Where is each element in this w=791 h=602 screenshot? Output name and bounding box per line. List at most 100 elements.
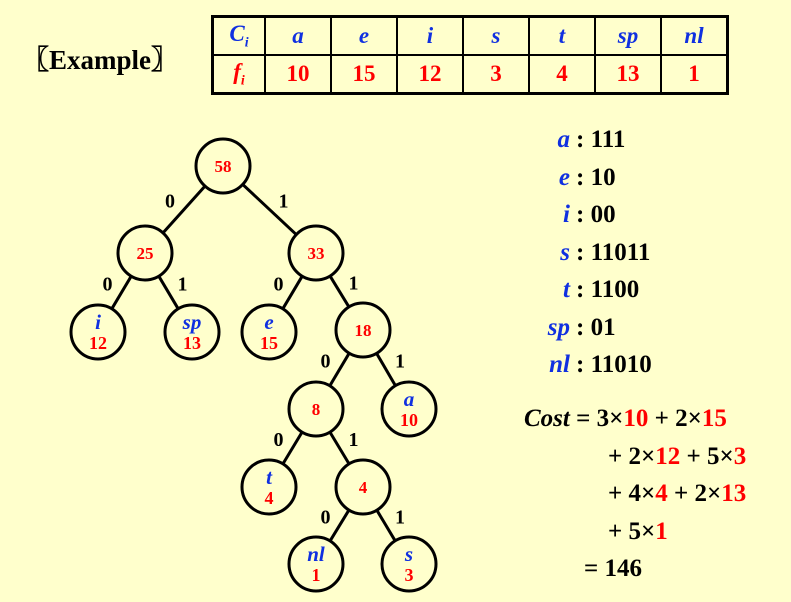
node-weight: 3 xyxy=(405,565,414,585)
node-weight: 25 xyxy=(137,244,154,263)
char-cell: e xyxy=(330,15,398,56)
node-weight: 10 xyxy=(400,410,418,430)
tree-edge xyxy=(328,352,351,387)
node-char: e xyxy=(264,310,273,334)
example-heading: 〖Example〗 xyxy=(22,45,179,75)
cost-term: + 2× xyxy=(667,480,722,507)
node-char: t xyxy=(266,465,273,489)
freq-row-header: fi xyxy=(211,54,266,95)
tree-edge xyxy=(328,509,351,542)
edge-bit-label: 0 xyxy=(274,429,284,451)
freq-cell: 10 xyxy=(264,54,332,95)
code-entry: s: 11011 xyxy=(510,239,650,267)
code-char: i xyxy=(563,201,570,228)
node-weight: 4 xyxy=(265,488,274,508)
node-char: sp xyxy=(182,310,202,334)
code-char: s xyxy=(560,238,570,266)
cost-term: + 5× xyxy=(608,517,656,545)
ci-sub: i xyxy=(244,35,249,51)
cost-line: + 2×12 + 5×3 xyxy=(608,443,746,471)
code-entry: nl: 11010 xyxy=(510,351,652,379)
code-entry: sp: 01 xyxy=(510,314,616,342)
tree-node xyxy=(287,535,345,593)
cost-line: = 146 xyxy=(584,555,642,583)
code-char: sp xyxy=(547,313,570,341)
tree-node xyxy=(194,137,252,195)
tree-node xyxy=(240,303,298,361)
code-value: : 00 xyxy=(576,201,616,228)
cost-line: + 5×1 xyxy=(608,518,668,546)
tree-edge xyxy=(281,431,304,465)
node-weight: 18 xyxy=(355,321,372,340)
node-weight: 1 xyxy=(312,565,321,585)
code-value: : 01 xyxy=(576,313,616,341)
cost-term: + 4× xyxy=(608,480,656,507)
node-weight: 8 xyxy=(312,400,321,419)
tree-node xyxy=(380,535,438,593)
code-entry: e: 10 xyxy=(510,164,616,192)
node-weight: 58 xyxy=(215,157,232,176)
char-cell: a xyxy=(264,15,332,56)
code-value: : 111 xyxy=(576,126,626,153)
char-cell: t xyxy=(528,15,596,56)
cost-frequency: 4 xyxy=(655,480,668,507)
tree-node xyxy=(334,301,392,359)
cost-frequency: 12 xyxy=(655,442,681,470)
freq-cell: 13 xyxy=(594,54,662,95)
freq-cell: 3 xyxy=(462,54,530,95)
code-char: e xyxy=(558,163,570,191)
ci-label: C xyxy=(229,20,245,46)
fi-sub: i xyxy=(240,73,245,89)
cost-line: + 4×4 + 2×13 xyxy=(608,480,746,508)
cost-term: = 146 xyxy=(584,555,642,582)
char-cell: nl xyxy=(660,15,729,56)
edge-bit-label: 0 xyxy=(165,191,175,213)
tree-edge xyxy=(110,275,133,310)
node-char: nl xyxy=(307,542,325,566)
edge-bit-label: 1 xyxy=(279,191,289,213)
cost-term: + 2× xyxy=(648,405,702,432)
tree-node xyxy=(163,303,221,361)
tree-edge xyxy=(241,183,298,236)
tree-edge xyxy=(328,275,351,308)
tree-edge xyxy=(328,431,351,465)
edge-bit-label: 1 xyxy=(178,274,188,296)
freq-cell: 15 xyxy=(330,54,398,95)
char-cell: i xyxy=(396,15,464,56)
code-entry: i: 00 xyxy=(510,201,616,229)
fi-label: f xyxy=(233,58,241,84)
edge-bit-label: 0 xyxy=(274,274,284,296)
code-value: : 11011 xyxy=(576,238,651,266)
edge-bit-label: 1 xyxy=(349,273,359,295)
edge-bit-label: 0 xyxy=(103,274,113,296)
char-row-header: Ci xyxy=(211,15,266,56)
cost-frequency: 3 xyxy=(733,442,747,470)
code-entry: t: 1100 xyxy=(510,276,639,304)
cost-frequency: 10 xyxy=(623,405,649,432)
tree-node xyxy=(69,303,127,361)
tree-edge xyxy=(375,509,397,542)
node-char: i xyxy=(95,310,101,334)
freq-cell: 4 xyxy=(528,54,596,95)
cost-term: + 5× xyxy=(680,442,734,470)
cost-label: Cost xyxy=(524,405,570,432)
tree-edge xyxy=(161,185,207,234)
cost-line: Cost = 3×10 + 2×15 xyxy=(524,405,727,433)
freq-cell: 1 xyxy=(660,54,729,95)
code-value: : 1100 xyxy=(576,276,640,303)
tree-node xyxy=(287,224,345,282)
node-weight: 15 xyxy=(260,333,278,353)
tree-node xyxy=(380,380,438,438)
node-char: a xyxy=(404,387,415,411)
tree-edge xyxy=(157,275,180,310)
edge-bit-label: 1 xyxy=(349,429,359,451)
freq-cell: 12 xyxy=(396,54,464,95)
cost-term: = 3× xyxy=(569,405,624,432)
cost-term: + 2× xyxy=(608,442,656,470)
code-entry: a: 111 xyxy=(510,126,626,154)
tree-node xyxy=(116,224,174,282)
edge-bit-label: 1 xyxy=(395,507,405,529)
node-char: s xyxy=(404,542,413,566)
